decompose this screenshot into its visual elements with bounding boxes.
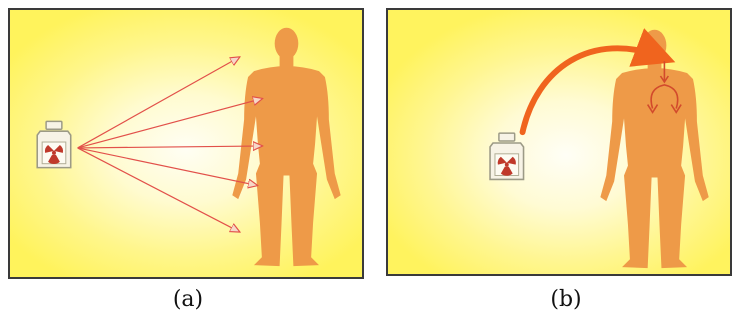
radiation-ray-icon (78, 57, 240, 148)
radioactive-container-icon (37, 121, 70, 167)
panel-a (8, 8, 364, 279)
panel-b (386, 8, 732, 276)
radiation-ray-icon (78, 148, 240, 232)
caption-a: (a) (158, 287, 218, 312)
radiation-ray-icon (78, 148, 257, 185)
diagram-a (10, 10, 362, 277)
radiation-ray-icon (78, 146, 262, 148)
radiation-rays (78, 57, 262, 231)
human-figure-icon (600, 30, 708, 268)
radioactive-container-icon (490, 133, 523, 179)
caption-b: (b) (536, 287, 596, 312)
diagram-b (388, 10, 730, 274)
human-figure-icon (232, 28, 340, 266)
radiation-ray-icon (78, 99, 262, 148)
